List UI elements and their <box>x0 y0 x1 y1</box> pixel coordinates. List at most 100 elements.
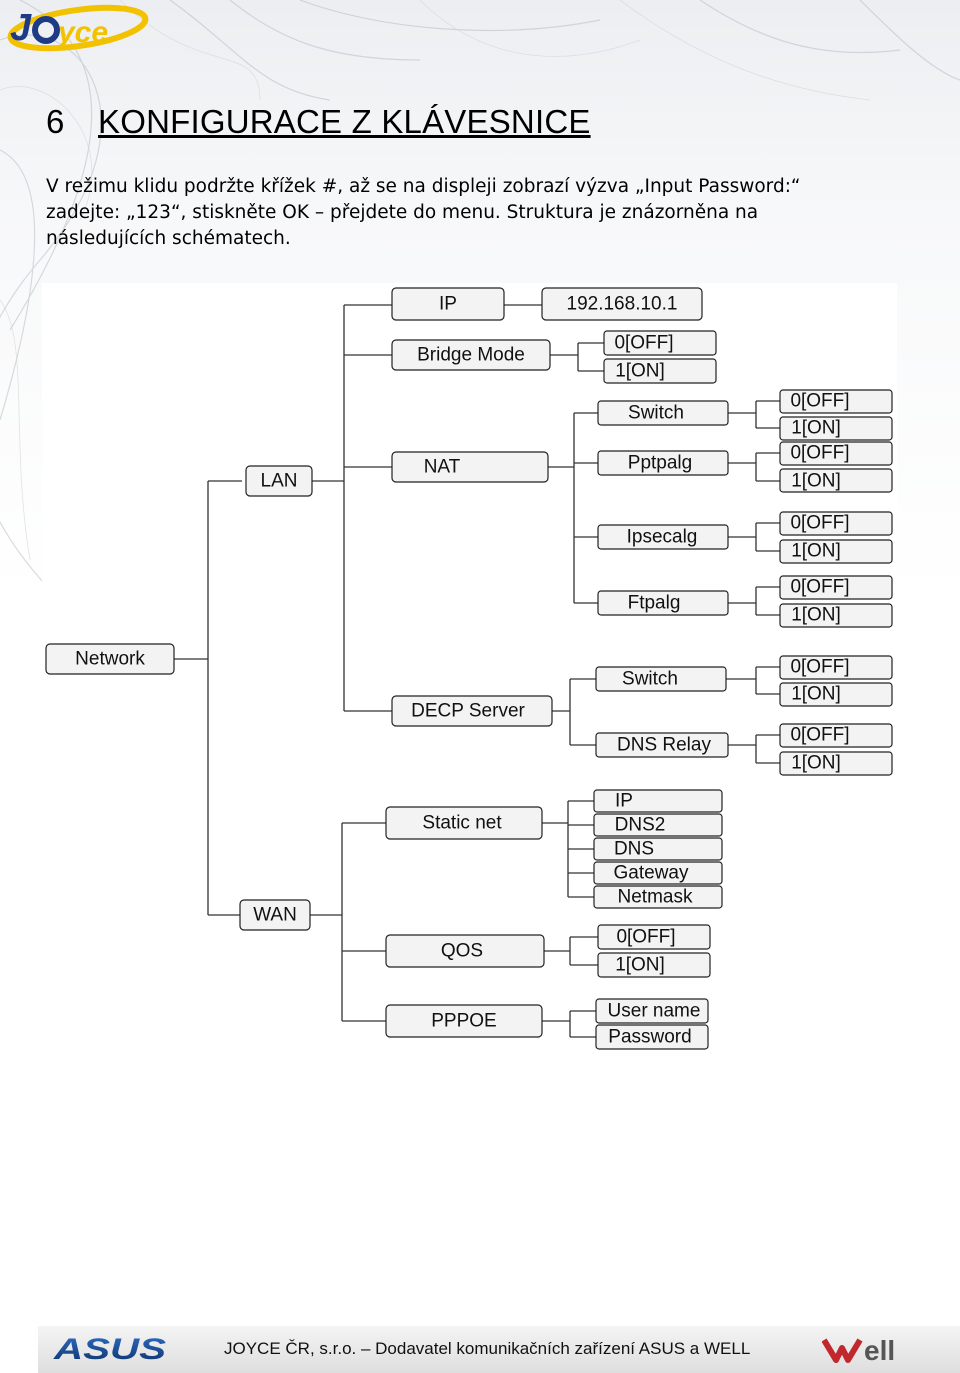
node-bridge-mode-label: Bridge Mode <box>417 345 525 366</box>
node-ftpalg-off-label: 0[OFF] <box>790 577 849 598</box>
node-user-name: User name <box>595 998 709 1024</box>
node-ftpalg-label: Ftpalg <box>628 593 681 614</box>
intro-line-2: zadejte: „123“, stiskněte OK – přejdete … <box>46 202 759 223</box>
page-footer: ASUS JOYCE ČR, s.r.o. – Dodavatel komuni… <box>38 1326 960 1373</box>
node-gateway-label: Gateway <box>614 863 689 884</box>
node-dns-relay: DNS Relay <box>595 732 729 758</box>
node-switch-on: 1[ON] <box>779 416 893 441</box>
node-decp-switch-off: 0[OFF] <box>779 655 893 680</box>
node-ftpalg-on: 1[ON] <box>779 603 893 628</box>
section-title: KONFIGURACE Z KLÁVESNICE <box>98 103 591 140</box>
node-pptpalg-off: 0[OFF] <box>779 441 893 466</box>
node-wan-label: WAN <box>253 905 297 926</box>
node-ipsecalg: Ipsecalg <box>597 524 729 550</box>
node-bridge-off-label: 0[OFF] <box>614 333 673 354</box>
node-static-ip-label: IP <box>615 791 633 812</box>
svg-text:ell: ell <box>864 1335 895 1366</box>
node-network: Network <box>45 643 175 675</box>
node-ip-label: IP <box>439 294 457 315</box>
node-wan: WAN <box>239 899 311 931</box>
node-gateway: Gateway <box>593 861 723 885</box>
node-ipsecalg-label: Ipsecalg <box>627 527 698 548</box>
node-ftpalg: Ftpalg <box>597 590 729 616</box>
well-logo: ell <box>822 1335 895 1366</box>
node-dns-relay-off-label: 0[OFF] <box>790 725 849 746</box>
section-number: 6 <box>46 103 65 140</box>
node-decp-switch: Switch <box>595 666 727 692</box>
node-ip-value-label: 192.168.10.1 <box>567 294 678 315</box>
node-lan: LAN <box>245 465 313 497</box>
svg-text:ASUS: ASUS <box>53 1335 166 1363</box>
node-nat-switch-label: Switch <box>628 403 684 424</box>
node-pppoe-label: PPPOE <box>431 1011 496 1032</box>
node-password-label: Password <box>608 1027 691 1048</box>
node-dns-relay-on-label: 1[ON] <box>791 753 841 774</box>
node-qos-off-label: 0[OFF] <box>616 927 675 948</box>
node-ipsecalg-on: 1[ON] <box>779 539 893 564</box>
node-netmask-label: Netmask <box>618 887 693 908</box>
node-switch-off-label: 0[OFF] <box>790 391 849 412</box>
node-ftpalg-off: 0[OFF] <box>779 575 893 600</box>
node-qos-label: QOS <box>441 941 483 962</box>
node-decp-switch-on: 1[ON] <box>779 682 893 707</box>
node-password: Password <box>595 1024 709 1050</box>
node-pptpalg-label: Pptpalg <box>628 453 692 474</box>
node-network-label: Network <box>75 649 145 670</box>
joyce-logo: J yce <box>7 4 149 52</box>
node-dns2: DNS2 <box>593 813 723 837</box>
svg-text:J: J <box>10 7 32 49</box>
node-dns-relay-on: 1[ON] <box>779 751 893 776</box>
node-bridge-on-label: 1[ON] <box>615 361 665 382</box>
node-nat-label: NAT <box>424 457 461 478</box>
node-decp-switch-off-label: 0[OFF] <box>790 657 849 678</box>
menu-tree: Network LAN WAN IP 192.168.10.1 Bridge M… <box>45 287 893 1050</box>
node-ipsecalg-off-label: 0[OFF] <box>790 513 849 534</box>
node-nat: NAT <box>391 451 549 483</box>
node-static-net: Static net <box>385 806 543 840</box>
node-ip-value: 192.168.10.1 <box>541 287 703 321</box>
node-lan-label: LAN <box>261 471 298 492</box>
node-dns-relay-off: 0[OFF] <box>779 723 893 748</box>
node-nat-switch: Switch <box>597 400 729 426</box>
node-qos-off: 0[OFF] <box>597 924 711 950</box>
footer-text: JOYCE ČR, s.r.o. – Dodavatel komunikační… <box>224 1339 751 1358</box>
node-dns-relay-label: DNS Relay <box>617 735 711 756</box>
node-ipsecalg-off: 0[OFF] <box>779 511 893 536</box>
intro-line-1: V režimu klidu podržte křížek #, až se n… <box>46 176 801 197</box>
node-decp-server: DECP Server <box>391 695 553 727</box>
node-decp-switch-label: Switch <box>622 669 678 690</box>
node-switch-off: 0[OFF] <box>779 389 893 414</box>
svg-text:yce: yce <box>56 16 108 49</box>
section-heading: 6 KONFIGURACE Z KLÁVESNICE <box>46 103 591 141</box>
asus-logo: ASUS <box>53 1335 166 1363</box>
node-dns2-label: DNS2 <box>615 815 666 836</box>
node-ftpalg-on-label: 1[ON] <box>791 605 841 626</box>
node-bridge-mode: Bridge Mode <box>391 339 551 371</box>
node-pptpalg-on: 1[ON] <box>779 468 893 493</box>
node-ipsecalg-on-label: 1[ON] <box>791 541 841 562</box>
menu-structure-diagram: Network LAN WAN IP 192.168.10.1 Bridge M… <box>42 283 897 1051</box>
node-user-name-label: User name <box>608 1001 701 1022</box>
node-static-ip: IP <box>593 789 723 813</box>
node-bridge-on: 1[ON] <box>603 358 717 384</box>
intro-paragraph: V režimu klidu podržte křížek #, až se n… <box>46 174 916 252</box>
node-dns-label: DNS <box>614 839 654 860</box>
node-pppoe: PPPOE <box>385 1004 543 1038</box>
node-qos-on: 1[ON] <box>597 952 711 978</box>
node-pptpalg-off-label: 0[OFF] <box>790 443 849 464</box>
node-decp-server-label: DECP Server <box>411 701 525 722</box>
node-decp-switch-on-label: 1[ON] <box>791 684 841 705</box>
node-netmask: Netmask <box>593 885 723 909</box>
node-ip: IP <box>391 287 505 321</box>
node-qos: QOS <box>385 934 545 968</box>
node-static-net-label: Static net <box>422 813 502 834</box>
node-pptpalg: Pptpalg <box>597 450 729 476</box>
node-switch-on-label: 1[ON] <box>791 418 841 439</box>
node-bridge-off: 0[OFF] <box>603 330 717 356</box>
node-pptpalg-on-label: 1[ON] <box>791 471 841 492</box>
banner-texture <box>0 0 960 600</box>
node-qos-on-label: 1[ON] <box>615 955 665 976</box>
node-dns: DNS <box>593 837 723 861</box>
tree-connectors <box>174 304 780 1038</box>
intro-line-3: následujících schématech. <box>46 228 291 249</box>
